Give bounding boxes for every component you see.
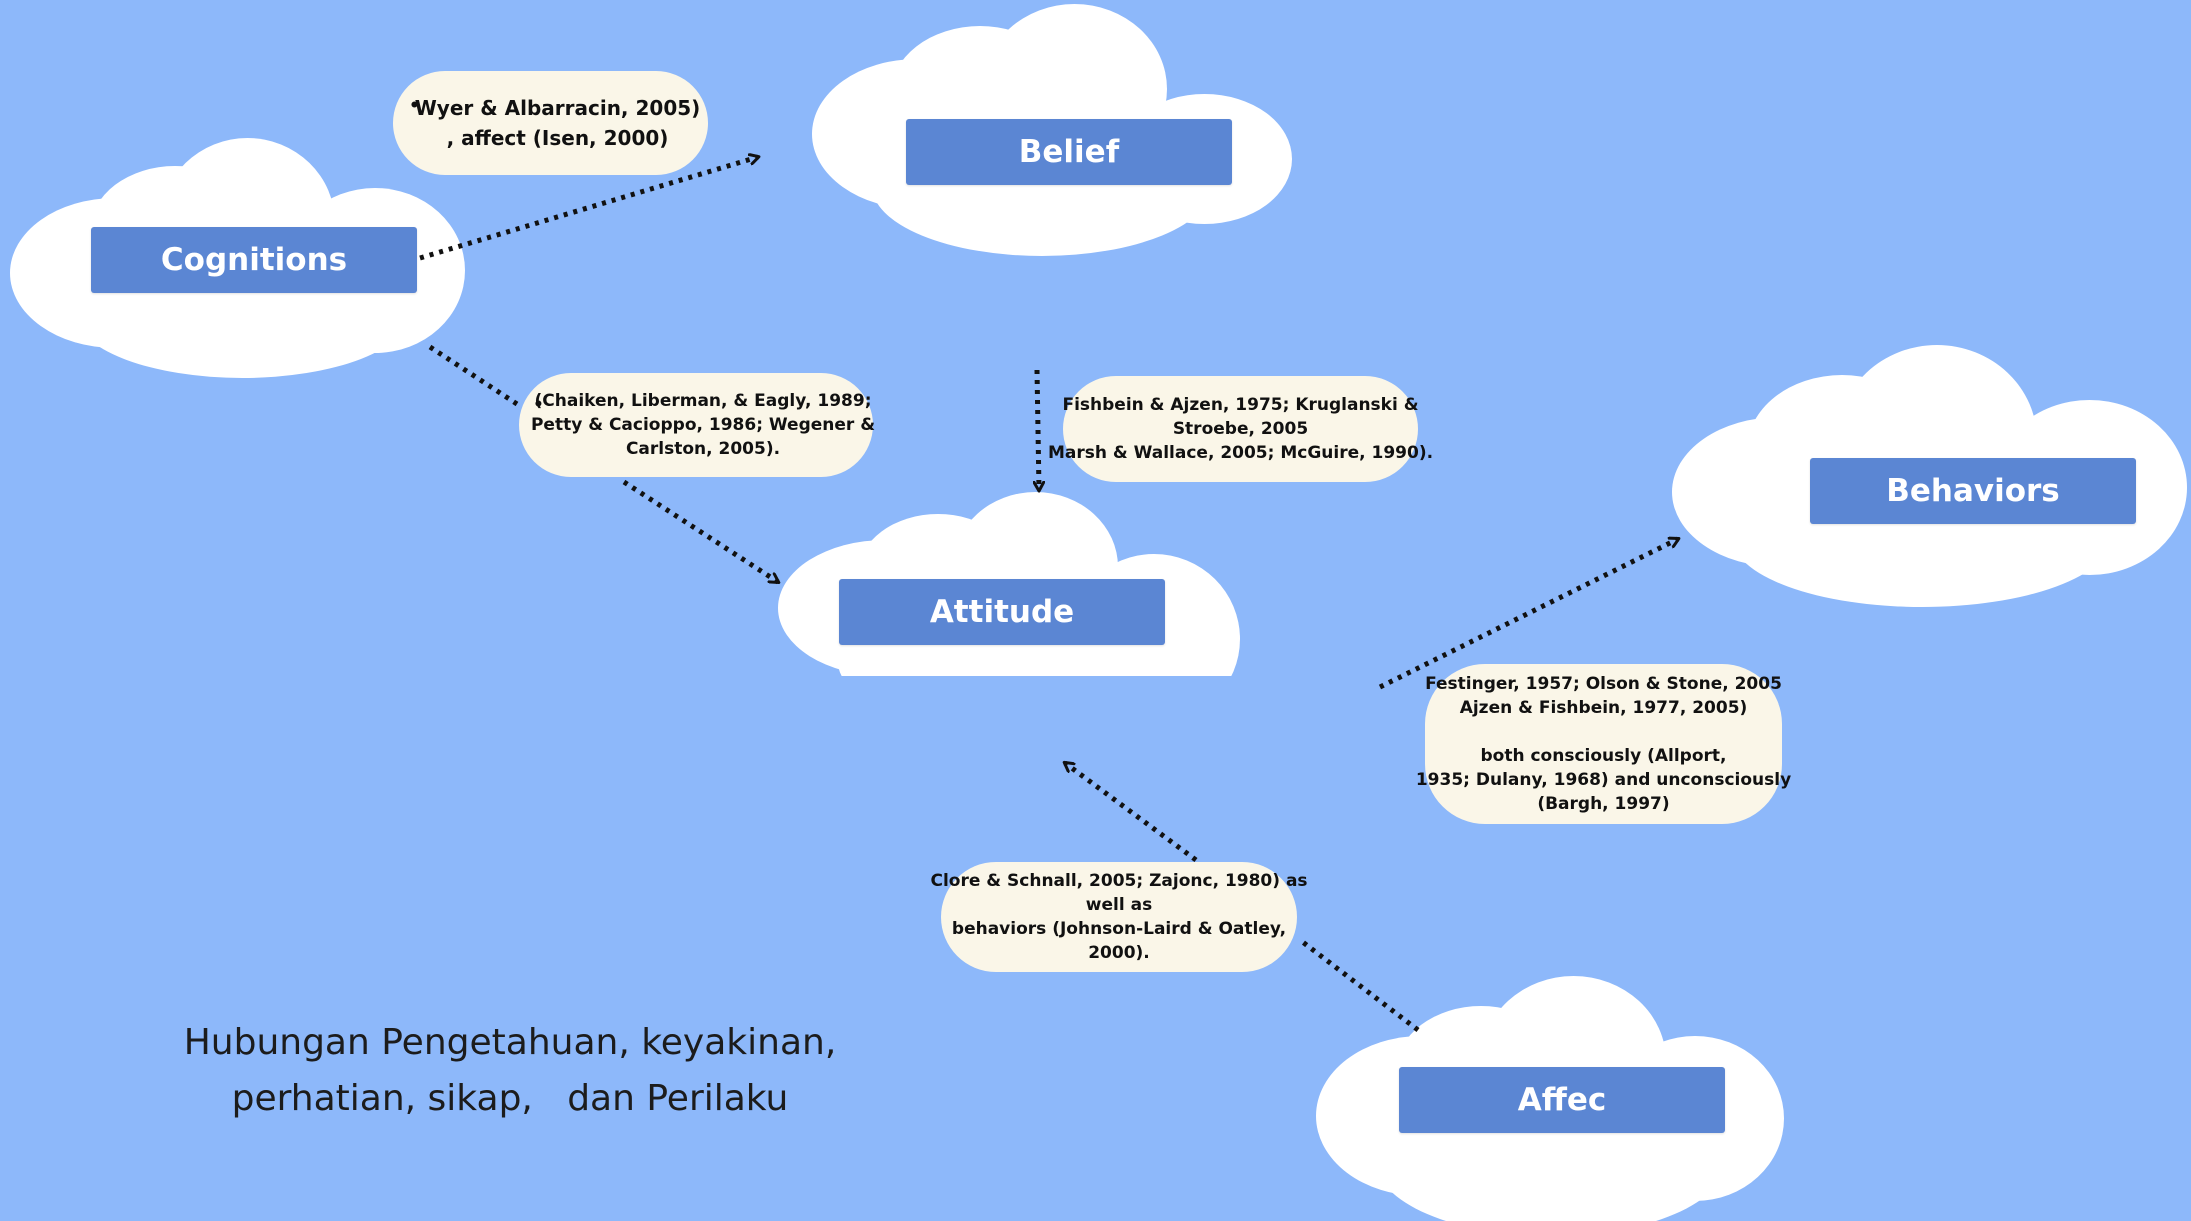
note-line: well as bbox=[1085, 895, 1153, 915]
caption-line: Hubungan Pengetahuan, keyakinan, bbox=[183, 1022, 837, 1063]
note-line: 1935; Dulany, 1968) and unconsciously bbox=[1415, 770, 1792, 790]
note-line: Clore & Schnall, 2005; Zajonc, 1980) as bbox=[930, 871, 1308, 891]
note-line: Ajzen & Fishbein, 1977, 2005) bbox=[1459, 698, 1748, 718]
note-affec-attitude: Clore & Schnall, 2005; Zajonc, 1980) as … bbox=[930, 862, 1308, 972]
note-cognitions-belief: • Wyer & Albarracin, 2005) , affect (Ise… bbox=[393, 71, 708, 175]
caption-line: perhatian, sikap, dan Perilaku bbox=[231, 1078, 789, 1119]
note-line: (Chaiken, Liberman, & Eagly, 1989; bbox=[534, 391, 872, 411]
note-line: both consciously (Allport, bbox=[1480, 746, 1727, 766]
affec-box: Affec bbox=[1399, 1067, 1725, 1133]
note-line: Petty & Cacioppo, 1986; Wegener & bbox=[530, 415, 876, 435]
arrow-cognitions-to-attitude bbox=[622, 479, 778, 585]
note-line: Wyer & Albarracin, 2005) bbox=[414, 96, 701, 120]
arrow-cognitions-to-belief bbox=[419, 157, 758, 261]
arrow-belief-to-attitude bbox=[1037, 369, 1039, 490]
bullet: • bbox=[533, 395, 544, 415]
note-line: 2000). bbox=[1088, 943, 1150, 963]
attitude-box: Attitude bbox=[839, 579, 1165, 645]
note-line: Carlston, 2005). bbox=[625, 439, 781, 459]
note-attitude-behaviors: Festinger, 1957; Olson & Stone, 2005 Ajz… bbox=[1416, 664, 1791, 824]
arrow-cognitions-to-attitude-start bbox=[428, 344, 519, 407]
note-line: behaviors (Johnson-Laird & Oatley, bbox=[951, 919, 1287, 939]
note-line: Fishbein & Ajzen, 1975; Kruglanski & bbox=[1062, 395, 1419, 415]
diagram-caption: Hubungan Pengetahuan, keyakinan, perhati… bbox=[150, 1015, 870, 1127]
bullet: • bbox=[409, 96, 420, 116]
note-cognitions-attitude: • (Chaiken, Liberman, & Eagly, 1989; Pet… bbox=[519, 373, 876, 477]
note-belief-attitude: Fishbein & Ajzen, 1975; Kruglanski & Str… bbox=[1048, 376, 1433, 482]
behaviors-box: Behaviors bbox=[1810, 458, 2136, 524]
arrow-affec-to-attitude-start bbox=[1298, 938, 1420, 1032]
arrow-affec-to-attitude bbox=[1065, 763, 1198, 863]
note-line: (Bargh, 1997) bbox=[1537, 794, 1670, 814]
cognitions-box: Cognitions bbox=[91, 227, 417, 293]
note-line: Stroebe, 2005 bbox=[1172, 419, 1309, 439]
note-line: Festinger, 1957; Olson & Stone, 2005 bbox=[1425, 674, 1782, 694]
note-line: , affect (Isen, 2000) bbox=[446, 126, 669, 150]
note-line: Marsh & Wallace, 2005; McGuire, 1990). bbox=[1047, 443, 1434, 463]
belief-box: Belief bbox=[906, 119, 1232, 185]
